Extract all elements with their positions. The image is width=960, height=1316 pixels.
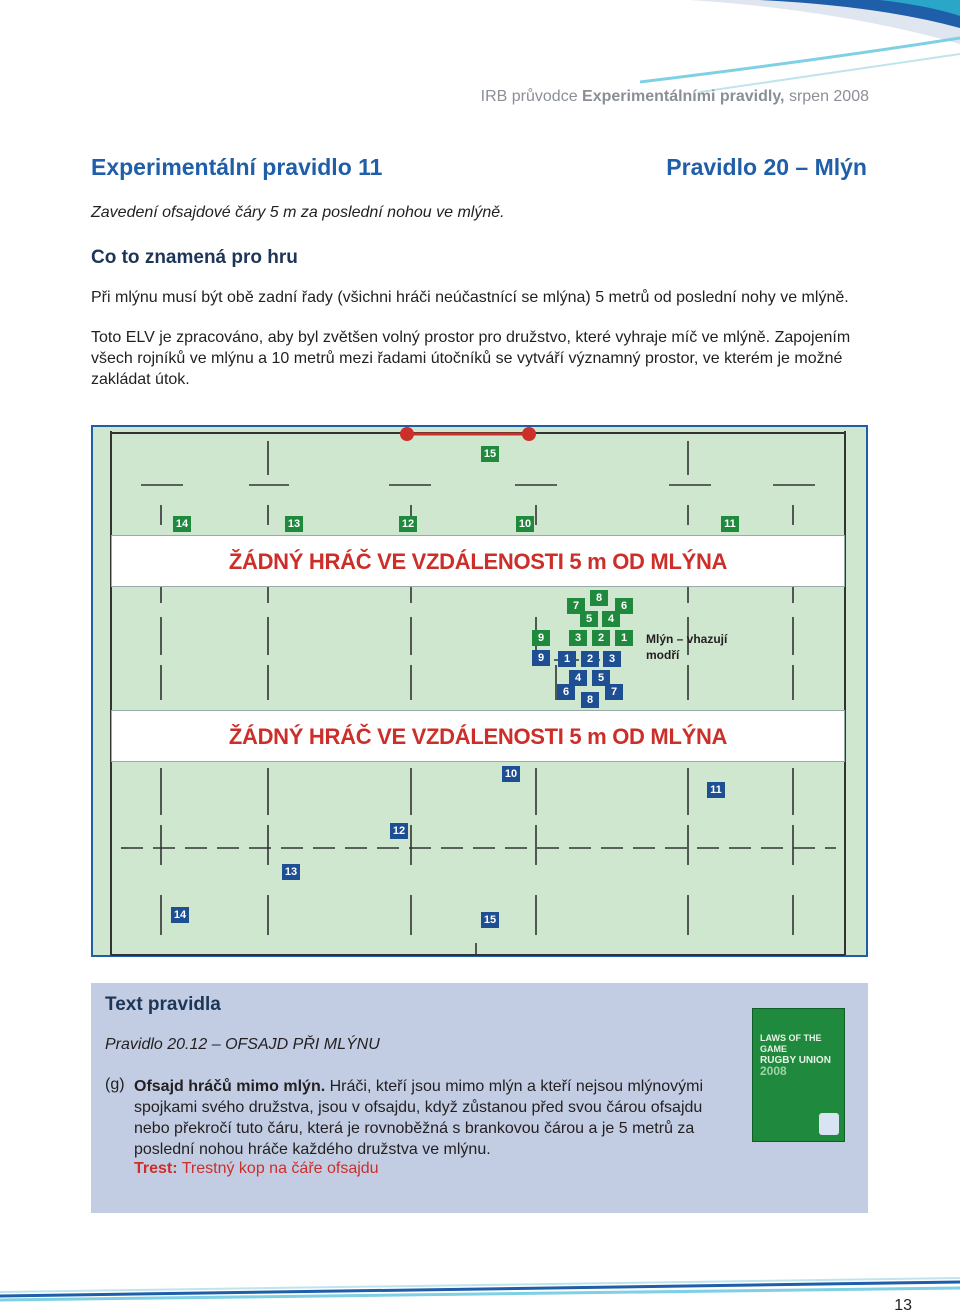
blue-player-11: 11 [707,782,725,798]
law-item-label: (g) [105,1076,125,1093]
blue-player-3: 3 [603,651,621,667]
footer-swoosh-graphic [0,1277,960,1302]
green-player-3: 3 [569,630,587,646]
page-number: 13 [894,1297,912,1314]
book-cover-line-3: 2008 [760,1064,787,1078]
blue-player-8: 8 [581,692,599,708]
law-box-heading: Text pravidla [105,994,221,1015]
law-item-text: Ofsajd hráčů mimo mlýn. Hráči, kteří jso… [134,1076,734,1160]
blue-player-15: 15 [481,912,499,928]
blue-player-14: 14 [171,907,189,923]
law-text-box [91,983,868,1213]
blue-player-1: 1 [558,651,576,667]
blue-player-10: 10 [502,766,520,782]
blue-player-12: 12 [390,823,408,839]
header-caption-post: srpen 2008 [788,88,869,105]
paragraph-2: Toto ELV je zpracováno, aby byl zvětšen … [91,329,851,388]
green-player-7: 7 [567,598,585,614]
green-player-2: 2 [592,630,610,646]
paragraph-1: Při mlýnu musí být obě zadní řady (všich… [91,289,849,306]
law-reference: Pravidlo 20.12 – OFSAJD PŘI MLÝNU [105,1036,380,1053]
irb-emblem-icon [819,1113,839,1135]
green-player-15: 15 [481,446,499,462]
green-player-9: 9 [532,630,550,646]
law-item-title: Ofsajd hráčů mimo mlýn. [134,1078,326,1095]
rule-title: Experimentální pravidlo 11 [91,154,383,180]
blue-player-7: 7 [605,684,623,700]
header-caption-bold: Experimentálními pravidly, [582,88,785,105]
no-player-zone-bottom: ŽÁDNÝ HRÁČ VE VZDÁLENOSTI 5 m OD MLÝNA [111,710,845,762]
blue-player-9: 9 [532,650,550,666]
blue-player-13: 13 [282,864,300,880]
book-cover-line-2: RUGBY UNION [760,1055,831,1066]
green-player-12: 12 [399,516,417,532]
green-player-11: 11 [721,516,739,532]
green-player-6: 6 [615,598,633,614]
header-swoosh-graphic [639,0,960,93]
blue-player-4: 4 [569,670,587,686]
running-header: IRB průvodce Experimentálními pravidly, … [481,88,869,106]
scrum-label: Mlýn – vhazují modří [646,632,728,662]
blue-player-6: 6 [557,684,575,700]
green-player-5: 5 [580,611,598,627]
blue-player-5: 5 [592,670,610,686]
penalty-text: Trestný kop na čáře ofsajdu [181,1160,379,1177]
pitch-diagram [91,425,868,957]
book-cover-line-1: LAWS OF THE GAME [760,1033,822,1054]
green-player-10: 10 [516,516,534,532]
header-caption-pre: IRB průvodce [480,88,578,105]
laws-book-cover-image: LAWS OF THE GAME RUGBY UNION 2008 [752,1008,845,1142]
law-title: Pravidlo 20 – Mlýn [666,154,867,180]
no-player-zone-top: ŽÁDNÝ HRÁČ VE VZDÁLENOSTI 5 m OD MLÝNA [111,535,845,587]
green-player-14: 14 [173,516,191,532]
green-player-1: 1 [615,630,633,646]
penalty-line: Trest: Trestný kop na čáře ofsajdu [134,1160,379,1178]
book-cover-text: LAWS OF THE GAME RUGBY UNION 2008 [760,1033,840,1077]
green-player-8: 8 [590,590,608,606]
blue-player-2: 2 [581,651,599,667]
penalty-label: Trest: [134,1160,178,1177]
section-heading: Co to znamená pro hru [91,247,298,268]
green-player-13: 13 [285,516,303,532]
green-player-4: 4 [602,611,620,627]
pitch-markings [110,427,846,956]
rule-subtitle: Zavedení ofsajdové čáry 5 m za poslední … [91,204,505,221]
law-item-body: Hráči, kteří jsou mimo mlýn a kteří nejs… [134,1078,704,1158]
